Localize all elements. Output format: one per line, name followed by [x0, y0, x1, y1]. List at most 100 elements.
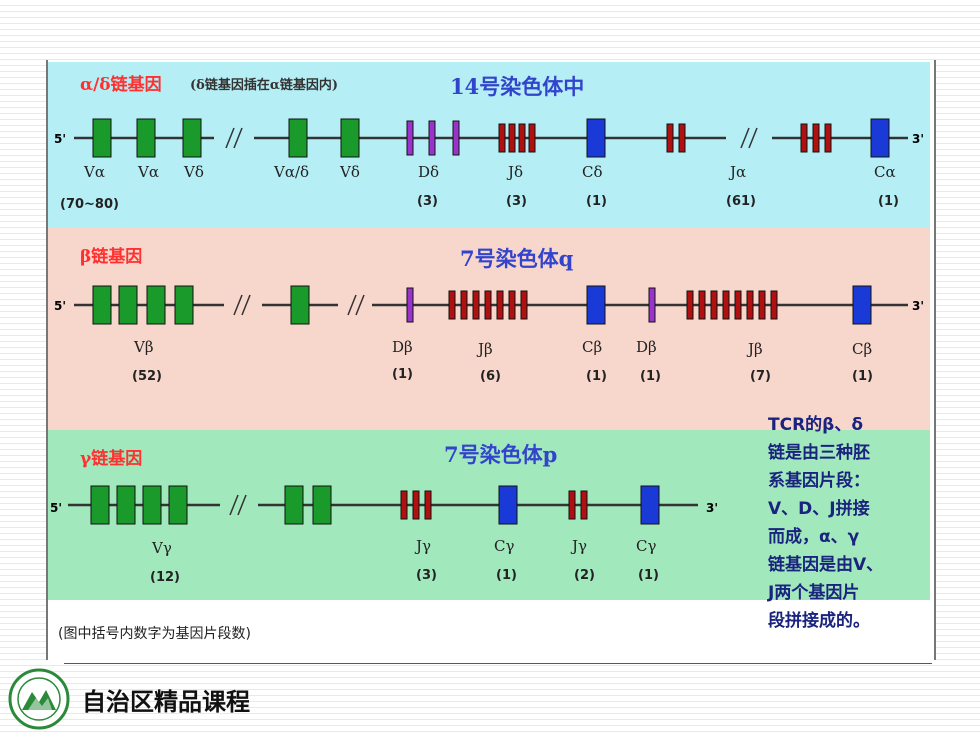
v-segment — [288, 118, 308, 158]
j-segment — [518, 123, 526, 153]
j-segment — [568, 490, 576, 520]
gene-count: (3) — [416, 568, 437, 583]
alpha-delta-gene-map — [74, 118, 908, 158]
beta-5prime: 5' — [54, 299, 66, 313]
gene-label: Jγ — [414, 537, 431, 555]
j-segment — [412, 490, 420, 520]
break-mark — [233, 127, 243, 149]
gene-label: Vγ — [151, 539, 172, 557]
v-segment — [290, 285, 310, 325]
j-segment — [800, 123, 808, 153]
v-segment — [118, 285, 138, 325]
c-segment — [870, 118, 890, 158]
gene-count: (70~80) — [60, 197, 119, 212]
gene-count: (7) — [750, 369, 771, 384]
alpha-delta-title: α/δ链基因 — [80, 74, 162, 95]
j-segment — [580, 490, 588, 520]
gene-count: (1) — [392, 367, 413, 382]
diagram-note: (图中括号内数字为基因片段数) — [58, 625, 251, 642]
gene-label: Vα/δ — [273, 163, 309, 181]
d-segment — [406, 120, 414, 156]
j-segment — [770, 290, 778, 320]
beta-gene-map — [74, 285, 908, 325]
break-mark — [233, 294, 243, 316]
gene-count: (1) — [640, 369, 661, 384]
j-segment — [666, 123, 674, 153]
d-segment — [428, 120, 436, 156]
c-segment — [586, 118, 606, 158]
j-segment — [758, 290, 766, 320]
v-segment — [182, 118, 202, 158]
j-segment — [484, 290, 492, 320]
c-segment — [498, 485, 518, 525]
v-segment — [92, 285, 112, 325]
j-segment — [824, 123, 832, 153]
gene-count: (12) — [150, 570, 180, 585]
gene-label: Cβ — [852, 340, 872, 358]
v-segment — [116, 485, 136, 525]
beta-band — [48, 227, 930, 430]
j-segment — [424, 490, 432, 520]
callout-line: J两个基因片 — [767, 582, 859, 603]
j-segment — [528, 123, 536, 153]
gamma-band — [48, 430, 930, 600]
university-logo-icon — [8, 668, 70, 730]
v-segment — [340, 118, 360, 158]
break-mark — [237, 494, 247, 516]
callout-line: V、D、J拼接 — [768, 498, 870, 519]
j-segment — [508, 290, 516, 320]
callout-line: 系基因片段： — [768, 470, 870, 491]
gene-label: Vα — [83, 163, 105, 181]
v-segment — [136, 118, 156, 158]
gene-label: Vδ — [183, 163, 204, 181]
gene-count: (1) — [496, 568, 517, 583]
break-mark — [748, 127, 758, 149]
alpha-delta-5prime: 5' — [54, 132, 66, 146]
j-segment — [698, 290, 706, 320]
j-segment — [710, 290, 718, 320]
v-segment — [90, 485, 110, 525]
beta-chromosome: 7号染色体q — [460, 246, 574, 271]
gene-count: (6) — [480, 369, 501, 384]
gamma-title: γ链基因 — [80, 448, 142, 469]
j-segment — [400, 490, 408, 520]
gene-label: Jγ — [570, 537, 587, 555]
alpha-delta-3prime: 3' — [912, 132, 924, 146]
j-segment — [496, 290, 504, 320]
callout-line: 链是由三种胚 — [768, 442, 870, 463]
callout-line: 段拼接成的。 — [768, 610, 870, 631]
j-segment — [520, 290, 528, 320]
j-segment — [498, 123, 506, 153]
c-segment — [852, 285, 872, 325]
footer-divider — [64, 663, 932, 664]
beta-3prime: 3' — [912, 299, 924, 313]
v-segment — [312, 485, 332, 525]
alpha-delta-subtitle: (δ链基因插在α链基因内) — [190, 77, 338, 93]
gene-count: (2) — [574, 568, 595, 583]
break-mark — [225, 127, 235, 149]
j-segment — [678, 123, 686, 153]
beta-title: β链基因 — [80, 246, 142, 267]
gene-count: (1) — [852, 369, 873, 384]
gene-label: Vα — [137, 163, 159, 181]
break-mark — [347, 294, 357, 316]
v-segment — [284, 485, 304, 525]
v-segment — [146, 285, 166, 325]
c-segment — [640, 485, 660, 525]
gene-count: (1) — [878, 194, 899, 209]
tcr-gene-diagram: α/δ链基因 (δ链基因插在α链基因内) 14号染色体中 5' 3' Vα Vα… — [48, 62, 930, 642]
callout-line: TCR的β、δ — [768, 414, 863, 435]
gamma-3prime: 3' — [706, 501, 718, 515]
j-segment — [734, 290, 742, 320]
callout-line: 而成，α、γ — [768, 526, 860, 547]
d-segment — [406, 287, 414, 323]
gene-count: (1) — [586, 369, 607, 384]
v-segment — [142, 485, 162, 525]
gene-label: Jδ — [506, 163, 523, 181]
d-segment — [452, 120, 460, 156]
gene-label: Cα — [874, 163, 896, 181]
gene-count: (52) — [132, 369, 162, 384]
v-segment — [92, 118, 112, 158]
d-segment — [648, 287, 656, 323]
break-mark — [229, 494, 239, 516]
